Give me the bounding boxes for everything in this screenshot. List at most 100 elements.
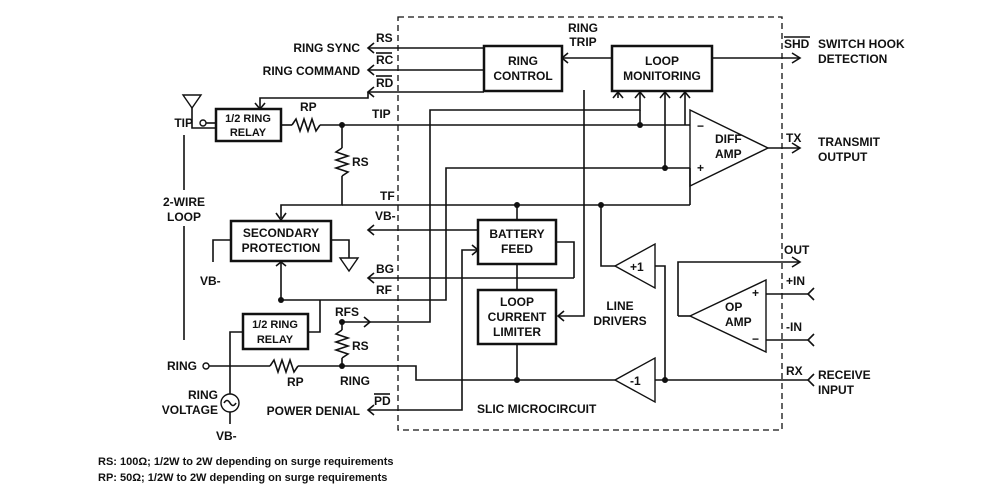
svg-text:RELAY: RELAY <box>230 127 267 139</box>
svg-text:OP: OP <box>725 300 742 314</box>
svg-text:VB-: VB- <box>216 429 237 443</box>
loop-monitoring-block: LOOP MONITORING <box>610 44 714 93</box>
bg-line: BG <box>366 241 575 284</box>
svg-text:DIFF: DIFF <box>715 132 742 146</box>
slic-boundary <box>397 16 783 431</box>
svg-text:INPUT: INPUT <box>818 383 855 397</box>
svg-text:RELAY: RELAY <box>257 334 294 346</box>
svg-text:TF: TF <box>380 189 395 203</box>
svg-text:RING COMMAND: RING COMMAND <box>263 64 361 78</box>
svg-text:VOLTAGE: VOLTAGE <box>162 403 218 417</box>
svg-text:RC: RC <box>376 53 394 67</box>
rx-input: RX RECEIVE INPUT <box>655 265 871 397</box>
secondary-protection-block: SECONDARY PROTECTION <box>229 219 333 263</box>
svg-text:AMP: AMP <box>725 315 752 329</box>
svg-text:RF: RF <box>376 283 392 297</box>
svg-text:PD: PD <box>374 394 391 408</box>
svg-text:-IN: -IN <box>786 320 802 334</box>
svg-text:LOOP: LOOP <box>645 54 679 68</box>
svg-text:VB-: VB- <box>375 209 396 223</box>
secondary-protection-supplies: VB- <box>200 239 360 288</box>
svg-text:LINE: LINE <box>606 299 633 313</box>
svg-text:PROTECTION: PROTECTION <box>242 241 321 255</box>
svg-text:RING: RING <box>340 374 370 388</box>
svg-text:FEED: FEED <box>501 242 533 256</box>
svg-text:RD: RD <box>376 76 394 90</box>
svg-text:VB-: VB- <box>200 274 221 288</box>
switch-hook-line: SHD SWITCH HOOK DETECTION <box>712 36 905 66</box>
svg-text:1/2 RING: 1/2 RING <box>252 319 298 331</box>
svg-text:RFS: RFS <box>335 305 359 319</box>
svg-text:TIP: TIP <box>174 116 193 130</box>
tx-output: TX TRANSMIT OUTPUT <box>768 131 881 164</box>
rfs-line: RFS <box>335 90 646 328</box>
svg-text:-1: -1 <box>630 374 641 388</box>
battery-feed-block: BATTERY FEED <box>476 218 558 266</box>
rs-top-resistor: RS <box>333 125 369 196</box>
svg-text:2-WIRE: 2-WIRE <box>163 195 205 209</box>
svg-text:SWITCH HOOK: SWITCH HOOK <box>818 37 905 51</box>
svg-text:RING: RING <box>508 54 538 68</box>
op-amp-io: OUT +IN -IN <box>677 243 815 347</box>
svg-text:SECONDARY: SECONDARY <box>243 226 319 240</box>
svg-text:RING SYNC: RING SYNC <box>293 41 360 55</box>
ring-control-block: RING CONTROL <box>482 44 564 93</box>
svg-text:RP: RP <box>287 375 304 389</box>
ring-relay-top-block: 1/2 RING RELAY <box>214 107 283 143</box>
ground-symbol-top <box>181 94 216 129</box>
ring-sync-line: RING SYNC RS <box>293 31 484 55</box>
svg-text:RS: RS <box>352 339 369 353</box>
rd-line: RD <box>254 75 484 111</box>
svg-text:DETECTION: DETECTION <box>818 52 887 66</box>
svg-text:+IN: +IN <box>786 274 805 288</box>
svg-text:RING: RING <box>188 388 218 402</box>
svg-text:RP: RP <box>300 100 317 114</box>
svg-text:+: + <box>697 161 704 175</box>
svg-text:+: + <box>752 286 759 300</box>
svg-text:BG: BG <box>376 262 394 276</box>
svg-text:RS: RS <box>352 155 369 169</box>
svg-text:TRANSMIT: TRANSMIT <box>818 135 881 149</box>
svg-text:DRIVERS: DRIVERS <box>593 314 646 328</box>
svg-text:TIP: TIP <box>372 107 391 121</box>
rs-bottom-resistor: RS <box>333 322 369 366</box>
svg-text:RS: RS <box>376 31 393 45</box>
ring-voltage-source: RING VOLTAGE VB- <box>162 331 243 443</box>
svg-text:POWER DENIAL: POWER DENIAL <box>267 404 360 418</box>
svg-text:MONITORING: MONITORING <box>623 69 701 83</box>
svg-text:LOOP: LOOP <box>167 210 201 224</box>
svg-text:BATTERY: BATTERY <box>489 227 544 241</box>
svg-text:AMP: AMP <box>715 147 742 161</box>
svg-text:TRIP: TRIP <box>569 35 596 49</box>
svg-text:RECEIVE: RECEIVE <box>818 368 871 382</box>
svg-text:CONTROL: CONTROL <box>493 69 552 83</box>
svg-text:1/2 RING: 1/2 RING <box>225 113 271 125</box>
svg-text:TX: TX <box>786 131 801 145</box>
svg-text:RX: RX <box>786 364 803 378</box>
svg-text:RING: RING <box>167 359 197 373</box>
ring-path: RING RP RING <box>167 300 615 389</box>
ring-relay-bottom-block: 1/2 RING RELAY <box>241 312 310 351</box>
power-denial-line: POWER DENIAL PD <box>267 244 480 418</box>
ring-trip-line: RING TRIP <box>560 21 612 64</box>
diff-amp-block: DIFF AMP − + <box>689 108 770 188</box>
two-wire-loop: 2-WIRE LOOP <box>163 135 205 340</box>
note-rs: RS: 100Ω; 1/2W to 2W depending on surge … <box>98 456 393 468</box>
loop-current-limiter-block: LOOP CURRENT LIMITER <box>476 288 558 346</box>
svg-text:CURRENT: CURRENT <box>488 310 547 324</box>
svg-text:LOOP: LOOP <box>500 295 534 309</box>
svg-text:OUTPUT: OUTPUT <box>818 150 868 164</box>
vb-minus-line: VB- <box>366 209 478 236</box>
buffer-minus1-block: -1 <box>613 356 656 404</box>
op-amp-block: OP AMP + − <box>688 278 767 354</box>
loop-monitoring-inputs <box>556 90 691 322</box>
ring-command-line: RING COMMAND RC <box>263 52 484 78</box>
svg-text:−: − <box>752 332 759 346</box>
svg-text:LIMITER: LIMITER <box>493 325 541 339</box>
svg-text:−: − <box>697 119 704 133</box>
buffer-plus1-block: +1 <box>613 242 656 290</box>
slic-label: SLIC MICROCIRCUIT <box>477 402 597 416</box>
svg-text:SHD: SHD <box>784 37 810 51</box>
svg-text:OUT: OUT <box>784 243 810 257</box>
